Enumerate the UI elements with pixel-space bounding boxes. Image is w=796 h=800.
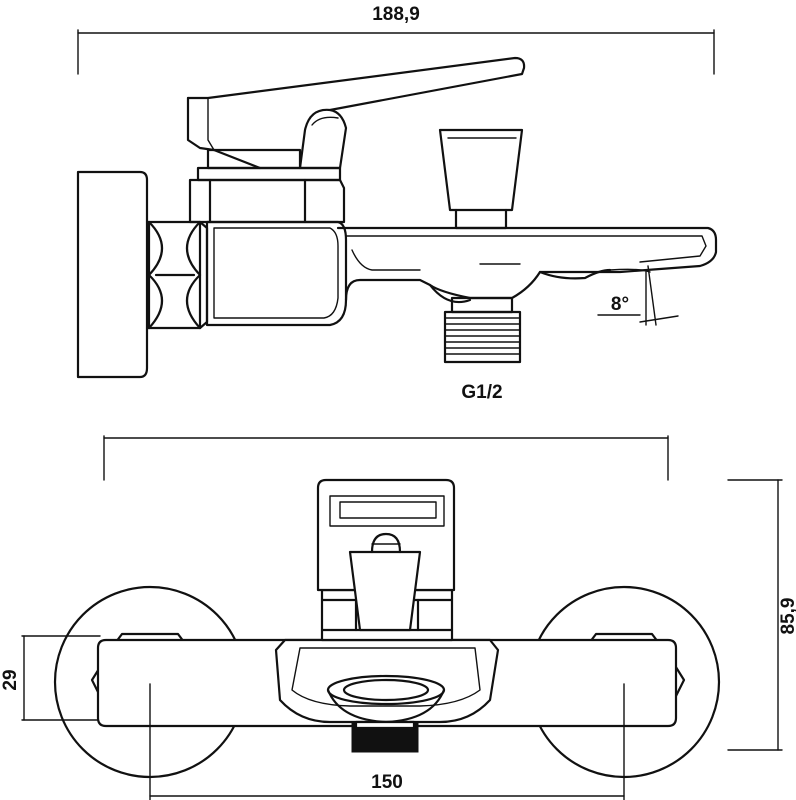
front-thread	[351, 720, 419, 753]
spout	[336, 226, 718, 302]
spout-angle-dimension: 8°	[597, 265, 679, 326]
front-width-dimension	[103, 435, 669, 481]
thread-size-label: G1/2	[461, 382, 502, 403]
thread-outlet: G1/2	[443, 296, 522, 403]
front-diverter-knob	[348, 550, 422, 632]
wall-flange	[76, 170, 149, 379]
diverter-knob	[438, 128, 524, 212]
body-height-label: 29	[0, 669, 21, 690]
center-distance-dimension: 150	[149, 683, 625, 800]
body-height-dimension: 29	[0, 635, 101, 721]
spout-angle-label: 8°	[611, 294, 629, 315]
cartridge-column	[188, 178, 346, 224]
front-view: 85,9 29	[0, 435, 796, 800]
mixer-body-side	[205, 220, 348, 327]
depth-dimension: 85,9	[727, 479, 796, 751]
center-distance-label: 150	[371, 772, 403, 793]
side-view: 188,9	[76, 4, 718, 403]
depth-label: 85,9	[778, 598, 796, 635]
overall-length-dimension: 188,9	[77, 4, 715, 75]
overall-length-label: 188,9	[372, 4, 420, 25]
lever-handle	[186, 56, 526, 170]
hex-nut	[145, 220, 209, 330]
